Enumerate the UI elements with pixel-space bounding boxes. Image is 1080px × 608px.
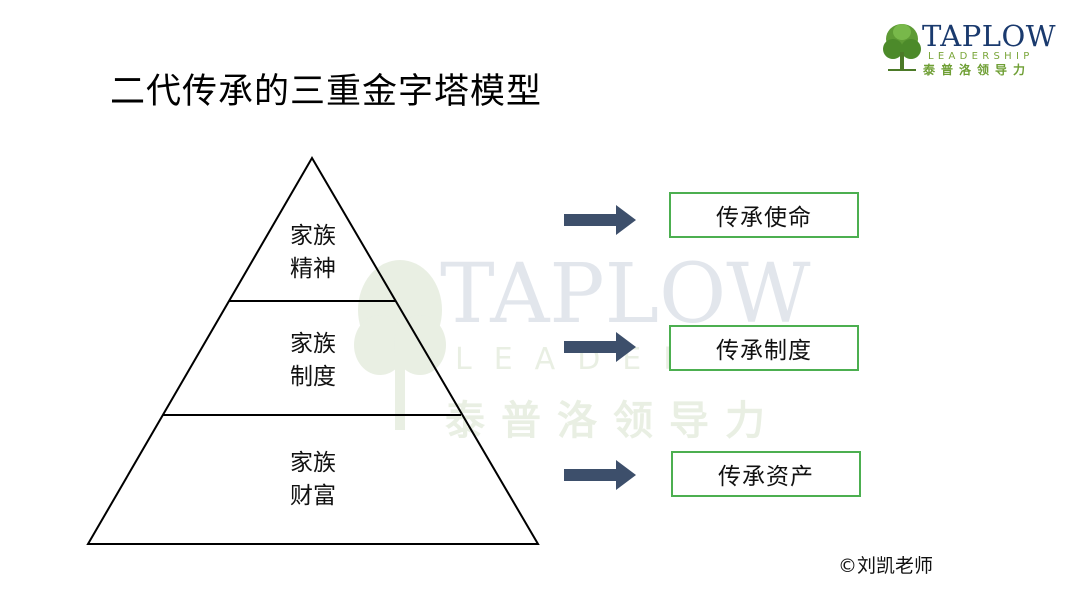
tree-icon	[883, 24, 921, 71]
outcome-box-system: 传承制度	[669, 325, 859, 371]
level-line: 财富	[290, 483, 336, 509]
arrow-right-icon	[564, 460, 636, 490]
outcome-label: 传承制度	[716, 338, 812, 364]
level-line: 精神	[290, 256, 336, 282]
taplow-logo: TAPLOW LEADERSHIP 泰普洛领导力	[882, 20, 1062, 80]
outcome-box-mission: 传承使命	[669, 192, 859, 238]
level-line: 家族	[290, 223, 336, 249]
arrow-right-icon	[564, 205, 636, 235]
level-line: 制度	[290, 364, 336, 390]
outcome-box-assets: 传承资产	[671, 451, 861, 497]
pyramid-outline	[86, 156, 540, 545]
pyramid-level-system: 家族 制度	[273, 328, 353, 394]
copyright-text: ©刘凯老师	[838, 555, 934, 577]
arrow-right-icon	[564, 332, 636, 362]
watermark: TAPLOW LEADERSHIP 泰普洛领导力	[350, 247, 841, 450]
logo-chinese: 泰普洛领导力	[923, 63, 1032, 77]
watermark-chinese: 泰普洛领导力	[445, 398, 781, 444]
pyramid-level-wealth: 家族 财富	[273, 447, 353, 513]
watermark-name: TAPLOW	[440, 247, 811, 342]
pyramid-level-spirit: 家族 精神	[273, 220, 353, 286]
level-line: 家族	[290, 450, 336, 476]
outcome-label: 传承资产	[718, 464, 814, 490]
slide-title: 二代传承的三重金字塔模型	[110, 72, 543, 112]
level-line: 家族	[290, 331, 336, 357]
outcome-label: 传承使命	[716, 205, 812, 231]
logo-name: TAPLOW	[922, 19, 1057, 53]
logo-tagline: LEADERSHIP	[928, 51, 1034, 62]
